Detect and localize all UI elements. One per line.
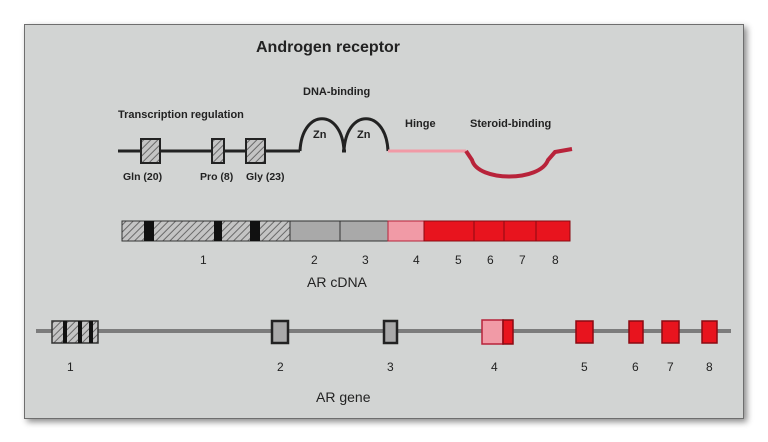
gene-exon-8 xyxy=(701,320,718,344)
gene-exon-number-8: 8 xyxy=(706,360,713,374)
pro-repeat-label: Pro (8) xyxy=(200,171,233,183)
gly-repeat-label: Gly (23) xyxy=(246,171,285,183)
gene-exon-1-mark-1 xyxy=(63,321,67,343)
zinc-label-1: Zn xyxy=(313,129,327,141)
gene-exon-1-mark-2 xyxy=(78,321,82,343)
gene-exon-6 xyxy=(628,320,644,344)
cdna-exon-number-7: 7 xyxy=(519,253,526,267)
zinc-finger-1 xyxy=(298,117,346,152)
cdna-exon-number-8: 8 xyxy=(552,253,559,267)
gene-label: AR gene xyxy=(316,389,371,405)
gene-map: 1 2 3 4 5 6 7 8 AR gene xyxy=(36,319,731,405)
zinc-label-2: Zn xyxy=(357,129,371,141)
zinc-finger-2 xyxy=(342,117,390,152)
cdna-repeat-mark-2 xyxy=(214,221,222,241)
gene-exon-4-hinge xyxy=(481,319,504,345)
pro-repeat-box xyxy=(211,138,225,164)
cdna-exon-number-6: 6 xyxy=(487,253,494,267)
gene-exon-1-mark-3 xyxy=(89,321,93,343)
gene-exon-7 xyxy=(661,320,680,344)
cdna-exon-6 xyxy=(473,220,505,242)
cdna-exon-3 xyxy=(339,220,389,242)
cdna-exon-number-5: 5 xyxy=(455,253,462,267)
gene-exon-number-3: 3 xyxy=(387,360,394,374)
cdna-repeat-mark-3 xyxy=(250,221,260,241)
steroid-binding-domain xyxy=(464,147,573,179)
gene-exon-4-ligand xyxy=(502,319,514,345)
hinge-label: Hinge xyxy=(405,118,436,130)
gene-exon-number-7: 7 xyxy=(667,360,674,374)
protein-schematic: Transcription regulation DNA-binding Hin… xyxy=(118,86,573,183)
cdna-label: AR cDNA xyxy=(307,274,368,290)
transcription-regulation-label: Transcription regulation xyxy=(118,109,244,121)
gene-exon-number-4: 4 xyxy=(491,360,498,374)
gene-exon-number-5: 5 xyxy=(581,360,588,374)
cdna-exon-7 xyxy=(503,220,537,242)
cdna-exon-number-2: 2 xyxy=(311,253,318,267)
cdna-bar: 1 2 3 4 5 6 7 8 AR cDNA xyxy=(121,220,571,290)
gene-exon-2 xyxy=(270,319,290,345)
gene-exon-number-1: 1 xyxy=(67,360,74,374)
diagram-title: Androgen receptor xyxy=(256,39,400,56)
cdna-exon-4 xyxy=(387,220,425,242)
gene-exon-number-2: 2 xyxy=(277,360,284,374)
cdna-exon-number-4: 4 xyxy=(413,253,420,267)
cdna-exon-2 xyxy=(289,220,341,242)
cdna-exon-8 xyxy=(535,220,571,242)
gene-exon-3 xyxy=(382,319,399,345)
cdna-exon-number-1: 1 xyxy=(200,253,207,267)
gln-repeat-label: Gln (20) xyxy=(123,171,162,183)
cdna-repeat-mark-1 xyxy=(144,221,154,241)
cdna-exon-number-3: 3 xyxy=(362,253,369,267)
gene-exon-5 xyxy=(575,320,594,344)
gly-repeat-box xyxy=(245,138,266,164)
gln-repeat-box xyxy=(140,138,161,164)
dna-binding-label: DNA-binding xyxy=(303,86,370,98)
steroid-binding-label: Steroid-binding xyxy=(470,118,551,130)
cdna-exon-5 xyxy=(423,220,475,242)
gene-exon-number-6: 6 xyxy=(632,360,639,374)
